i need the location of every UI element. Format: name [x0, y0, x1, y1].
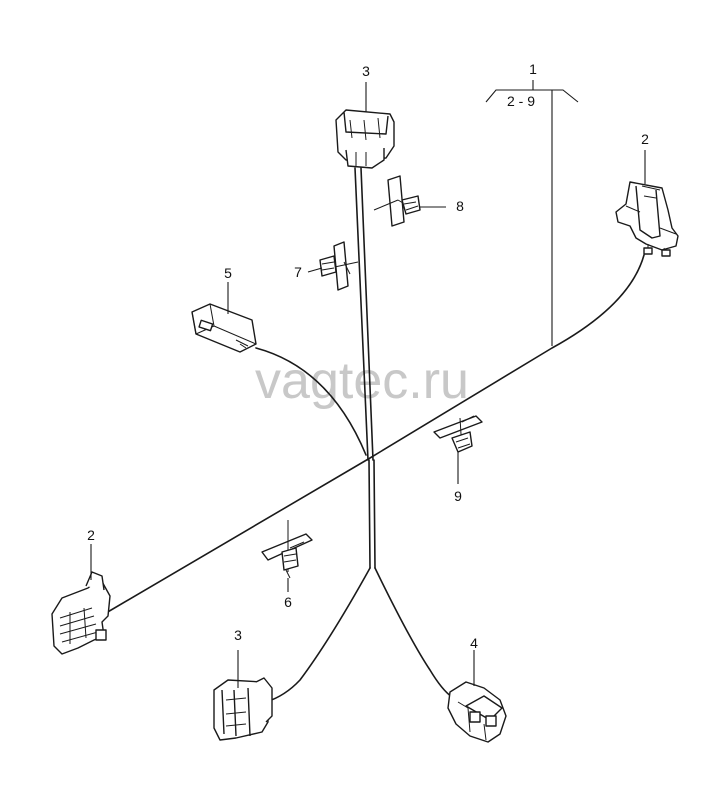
callout-clip-upper-right: 8	[456, 198, 464, 214]
callout-group-range: 2 - 9	[507, 93, 535, 109]
connector-left	[51, 571, 111, 655]
wire-trunk-upper	[354, 167, 369, 461]
callout-connector-left: 2	[87, 527, 95, 543]
callout-connector-sensor: 5	[224, 265, 232, 281]
callout-connector-bottom-left: 3	[234, 627, 242, 643]
wire-trunk-lower-b	[373, 459, 376, 569]
clip-lower	[261, 520, 313, 579]
callout-group-number: 1	[529, 61, 537, 77]
wire-trunk-upper-b	[360, 167, 374, 461]
sensor-connector	[191, 303, 257, 353]
callout-clip-upper-left: 7	[294, 264, 302, 280]
callout-connector-top: 3	[362, 63, 370, 79]
clip-upper-right	[373, 175, 421, 227]
connector-bottom-left	[213, 677, 273, 741]
wire-diagonal	[105, 254, 645, 614]
callout-clip-right: 9	[454, 488, 462, 504]
wire-trunk-lower	[368, 459, 371, 569]
callouts: 1 2 - 9 3 2 8 7 5 9 2 6 3 4	[87, 61, 649, 651]
group-bracket	[485, 89, 579, 103]
connector-upper-right	[615, 181, 679, 257]
connector-bottom-right	[447, 681, 507, 743]
callout-connector-upper-right: 2	[641, 131, 649, 147]
wire-harness	[105, 167, 645, 703]
wire-branch-left	[265, 567, 371, 703]
clip-upper-left	[319, 241, 359, 291]
wire-sensor-branch	[255, 347, 367, 456]
clip-right	[433, 415, 483, 453]
connector-top	[335, 109, 395, 169]
callout-clip-lower: 6	[284, 594, 292, 610]
leader-lines	[90, 80, 646, 688]
callout-connector-bottom-right: 4	[470, 635, 478, 651]
wire-branch-right	[374, 567, 453, 698]
